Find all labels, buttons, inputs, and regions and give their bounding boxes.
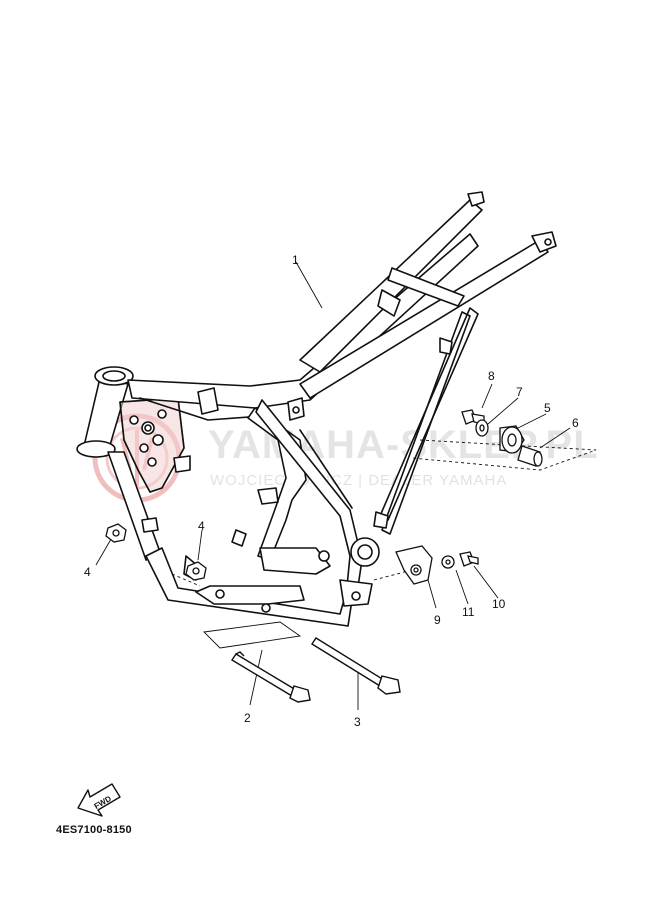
bracket-part-9 [395, 545, 433, 585]
engine-mount-plate [119, 397, 185, 493]
nut-part-4b [185, 561, 207, 581]
callout-8: 8 [488, 369, 495, 383]
bolt-part-2 [231, 651, 311, 703]
callout-4a: 4 [84, 565, 91, 579]
leader-4b [197, 529, 203, 561]
main-frame [76, 191, 557, 627]
leader-1 [295, 261, 323, 309]
leader-2 [249, 649, 263, 706]
leader-11 [455, 569, 469, 605]
callout-3: 3 [354, 715, 361, 729]
collar-part-5 [499, 425, 525, 454]
leader-5 [513, 413, 547, 431]
callout-10: 10 [492, 597, 506, 611]
leader-lines [95, 261, 597, 710]
callout-9: 9 [434, 613, 441, 627]
leader-bolt-plane [203, 621, 302, 649]
diagram-code: 4ES7100-8150 [56, 824, 132, 836]
leader-4b-mount [171, 573, 201, 587]
callout-2: 2 [244, 711, 251, 725]
callout-5: 5 [544, 401, 551, 415]
callout-11: 11 [462, 605, 475, 619]
watermark-subtitle: WOJCIECHOWICZ | DEALER YAMAHA [210, 472, 507, 489]
forward-arrow-icon: FWD [77, 783, 121, 817]
bolt-part-10 [459, 551, 479, 567]
leader-6 [539, 427, 571, 449]
callout-4b: 4 [198, 519, 205, 533]
callout-labels: 1 2 3 4 4 5 6 7 8 9 10 11 [84, 253, 579, 729]
washer-part-7 [475, 419, 489, 437]
washer-part-11 [441, 555, 455, 569]
bolt-part-8 [461, 409, 485, 425]
leader-8 [481, 383, 493, 409]
leader-10 [473, 565, 499, 599]
callout-7: 7 [516, 385, 523, 399]
leader-9 [427, 579, 437, 609]
callout-1: 1 [292, 253, 299, 267]
callout-6: 6 [572, 416, 579, 430]
spacer-part-6 [517, 445, 543, 467]
leader-7 [487, 397, 519, 425]
bolt-part-3 [311, 637, 401, 695]
steering-head [76, 366, 134, 458]
leader-rear-assembly [411, 439, 597, 471]
nut-part-4a [105, 523, 127, 543]
